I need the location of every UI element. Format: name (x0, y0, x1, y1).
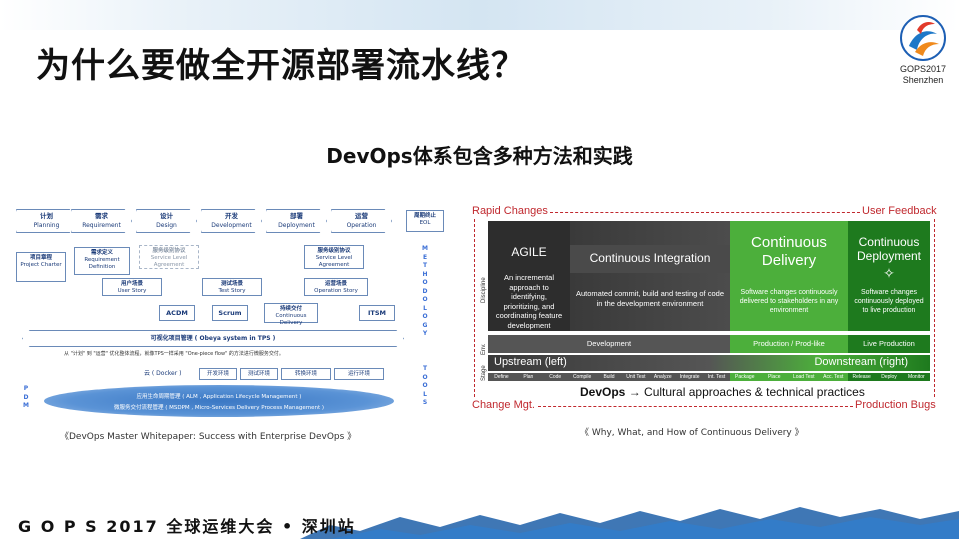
continuous-delivery-diagram: Rapid Changes User Feedback Change Mgt. … (470, 203, 940, 413)
downstream-label: Downstream (right) (814, 356, 908, 368)
stages-grey: Define Plan Code Compile Build Unit Test… (488, 373, 730, 381)
acdm-box: ACDM (159, 305, 195, 321)
ci-block: Continuous Integration Automated commit,… (570, 221, 730, 331)
alm-msdpm-ellipse: 应用生命周期管理 ( ALM , Application Lifecycle M… (44, 385, 394, 417)
user-feedback-label: User Feedback (862, 205, 937, 217)
slide-title: 为什么要做全开源部署流水线？ (36, 46, 526, 86)
env-live-production: Live Production (848, 335, 930, 353)
ci-desc: Automated commit, build and testing of c… (575, 289, 724, 308)
change-mgt-label: Change Mgt. (472, 399, 535, 411)
devops-arrow: → (628, 385, 641, 399)
env-production-like: Production / Prod-like (730, 335, 848, 353)
tps-note: 从 "计划" 到 "运营" 优化整体流程，就像TPS一样采用 "One-piec… (64, 351, 284, 357)
agile-block: AGILE An incremental approach to identif… (488, 221, 570, 331)
stage-label: Stage (481, 365, 487, 381)
stage-unit-test: Unit Test (626, 374, 646, 380)
top-brush-decoration (0, 0, 959, 30)
rapid-changes-label: Rapid Changes (472, 205, 548, 217)
stage-load-test: Load Test (792, 374, 815, 380)
stage-define: Define (494, 374, 509, 380)
ci-title: Continuous Integration (589, 251, 711, 265)
stage-deploy: Deploy (881, 374, 897, 380)
cdep-block: Continuous Deployment ✧ Software changes… (848, 221, 930, 331)
obeya-bar: 可视化项目管理 ( Obeya system in TPS ) (22, 330, 404, 347)
feedback-line-left (474, 219, 475, 397)
agile-desc: An incremental approach to identifying, … (495, 273, 563, 330)
stage-package: Package (735, 374, 755, 380)
feedback-arrow-bottom (538, 406, 853, 407)
env-development: Development (488, 335, 730, 353)
logo-line1: GOPS2017 (899, 64, 947, 74)
spark-icon: ✧ (883, 265, 895, 281)
stage-release: Release (852, 374, 871, 380)
env-dev: 开发环境 (199, 368, 237, 380)
env-label: Env. (481, 343, 487, 355)
upstream-label: Upstream (left) (494, 356, 567, 368)
stage-plan: Plan (523, 374, 534, 380)
cdel-title: Continuous Delivery (751, 234, 827, 269)
msdpm-text: 微服务交付流程管理 ( MSDPM , Micro-Services Deliv… (113, 405, 325, 411)
stage-int-test: Int. Test (707, 374, 726, 380)
bottom-brush-decoration (0, 505, 959, 539)
cloud-docker-label: 云 ( Docker ) (144, 370, 182, 377)
gops-logo-icon (897, 12, 949, 64)
devops-bold: DevOps (580, 385, 626, 399)
stage-monitor: Monitor (907, 374, 925, 380)
env-test: 测试环境 (240, 368, 278, 380)
env-staging: 转换环境 (281, 368, 331, 380)
cdel-block: Continuous Delivery Software changes con… (730, 221, 848, 331)
left-figure-caption: 《DevOps Master Whitepaper: Success with … (60, 432, 357, 442)
stage-acc-test: Acc. Test (823, 374, 844, 380)
cdep-title: Continuous Deployment (856, 235, 922, 263)
feedback-line-right (934, 219, 935, 397)
stages-dark: Release Deploy Monitor (848, 373, 930, 381)
scrum-box: Scrum (212, 305, 248, 321)
stage-compile: Compile (572, 374, 592, 380)
stage-code: Code (549, 374, 562, 380)
feedback-arrow-top (550, 212, 860, 213)
agile-title: AGILE (511, 245, 547, 259)
upstream-downstream-bar: Upstream (left) Downstream (right) (488, 355, 930, 371)
alm-text: 应用生命周期管理 ( ALM , Application Lifecycle M… (136, 394, 302, 400)
gops-logo: GOPS2017 Shenzhen (893, 12, 953, 97)
logo-line2: Shenzhen (902, 75, 944, 85)
devops-rest: Cultural approaches & technical practice… (644, 385, 865, 399)
right-figure-caption: 《 Why, What, and How of Continuous Deliv… (580, 428, 804, 438)
discipline-label: Discipline (481, 277, 487, 303)
env-prod: 运行环境 (334, 368, 384, 380)
stage-analyze: Analyze (653, 374, 672, 380)
footer-event-name: G O P S 2017 全球运维大会 • 深圳站 (18, 517, 356, 536)
devops-caption-line: DevOps → Cultural approaches & technical… (580, 385, 865, 399)
stage-integrate: Integrate (679, 374, 700, 380)
stage-build: Build (603, 374, 615, 380)
itsm-box: ITSM (359, 305, 395, 321)
cdep-desc: Software changes continuously deployed t… (854, 289, 924, 314)
slide-subtitle: DevOps体系包含多种方法和实践 (326, 144, 633, 168)
cdel-desc: Software changes continuously delivered … (739, 289, 839, 314)
production-bugs-label: Production Bugs (855, 399, 936, 411)
stages-green: Package Place Load Test Acc. Test (730, 373, 848, 381)
stage-place: Place (767, 374, 781, 380)
